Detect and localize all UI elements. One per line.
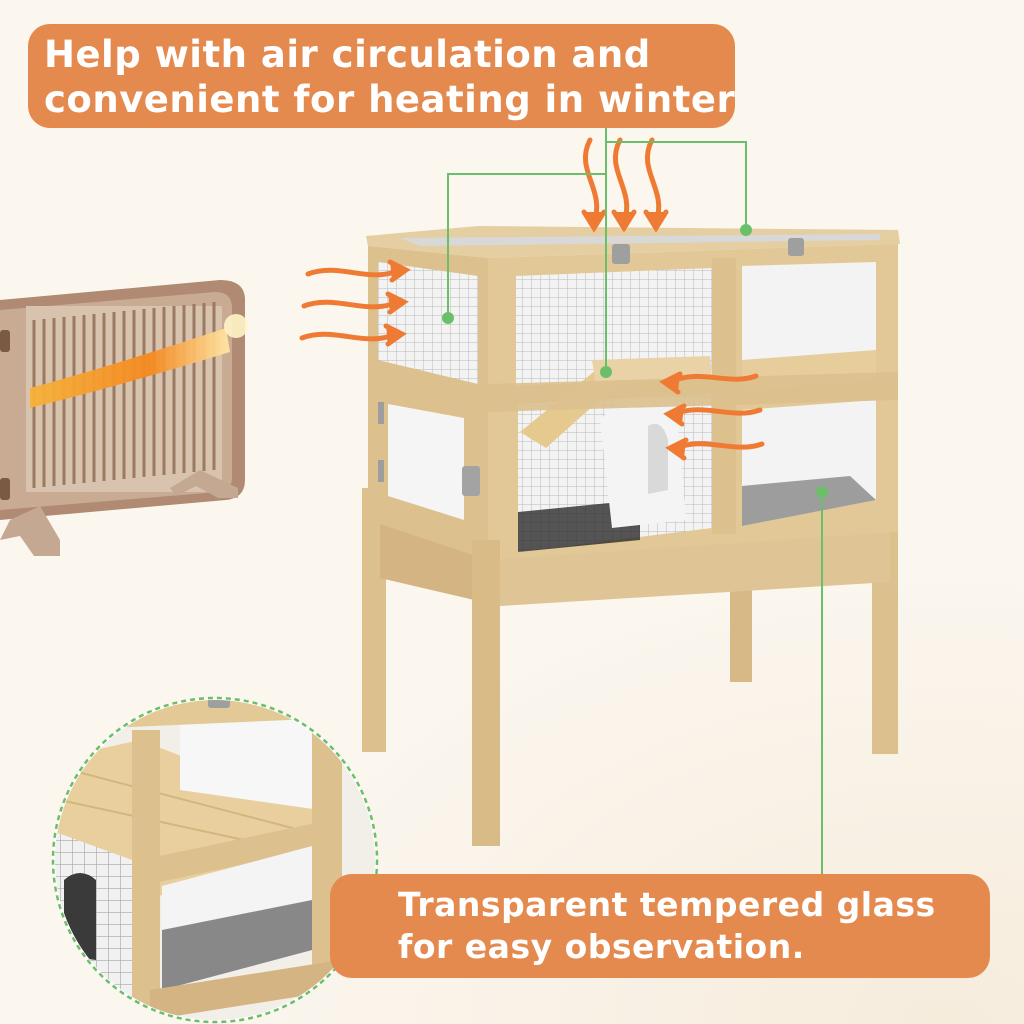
pointer-dot-icon (816, 486, 828, 498)
callout-top-line2: convenient for heating in winter (44, 78, 736, 121)
pointer-dots (442, 224, 828, 498)
airflow-arrow-icon (299, 323, 407, 347)
callout-bottom-line1: Transparent tempered glass (398, 885, 936, 924)
airflow-arrow-icon (305, 259, 411, 283)
callout-banner-top: Help with air circulation and convenient… (28, 24, 735, 128)
airflow-arrow-icon (301, 291, 409, 315)
airflow-arrow-icon (581, 137, 607, 233)
callout-top-line1: Help with air circulation and (44, 33, 651, 76)
airflow-arrow-icon (663, 403, 763, 427)
pointer-dot-icon (740, 224, 752, 236)
heater-illustration (0, 280, 248, 556)
airflow-arrow-icon (611, 137, 637, 233)
airflow-arrow-icon (659, 371, 759, 395)
pointer-lines (447, 128, 823, 900)
airflow-arrow-icon (643, 137, 669, 233)
callout-banner-bottom: Transparent tempered glass for easy obse… (330, 874, 990, 978)
pointer-dot-icon (442, 312, 454, 324)
zoom-detail-lens (51, 696, 379, 1024)
airflow-arrow-icon (665, 437, 765, 461)
airflow-arrows (299, 137, 765, 461)
callout-bottom-line2: for easy observation. (398, 927, 805, 966)
pointer-dot-icon (600, 366, 612, 378)
hutch-illustration (362, 226, 900, 846)
